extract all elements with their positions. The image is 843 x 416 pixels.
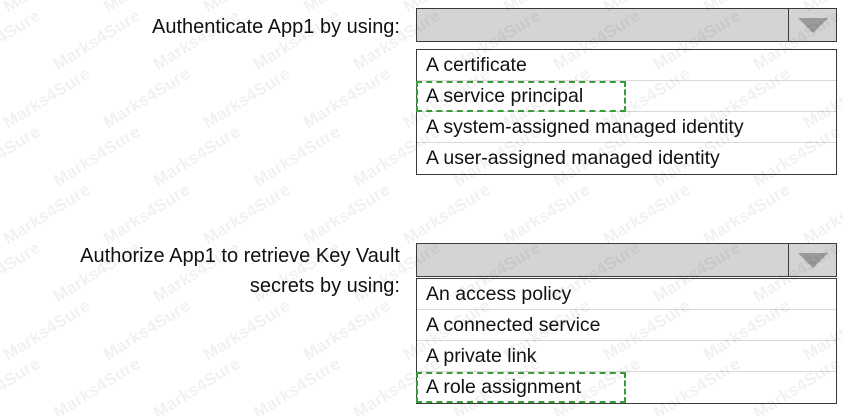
watermark-text: Marks4Sure xyxy=(250,121,344,191)
watermark-text: Marks4Sure xyxy=(0,63,94,133)
watermark-text: Marks4Sure xyxy=(400,412,494,416)
watermark-text: Marks4Sure xyxy=(0,121,44,191)
watermark-text: Marks4Sure xyxy=(500,179,594,249)
watermark-text: Marks4Sure xyxy=(300,412,394,416)
watermark-text: Marks4Sure xyxy=(100,295,194,365)
dropdown-2-option-list[interactable]: An access policy A connected service A p… xyxy=(416,278,837,404)
watermark-text: Marks4Sure xyxy=(0,295,94,365)
chevron-down-icon xyxy=(797,252,828,268)
option-label: An access policy xyxy=(426,282,572,305)
watermark-text: Marks4Sure xyxy=(200,179,294,249)
watermark-text: Marks4Sure xyxy=(800,179,843,249)
watermark-text: Marks4Sure xyxy=(200,412,294,416)
watermark-text: Marks4Sure xyxy=(100,63,194,133)
dropdown-1-option-3[interactable]: A user-assigned managed identity xyxy=(417,143,836,174)
watermark-text: Marks4Sure xyxy=(200,63,294,133)
watermark-text: Marks4Sure xyxy=(700,412,794,416)
option-label: A role assignment xyxy=(426,376,582,398)
prompt-line: Authenticate App1 by using: xyxy=(152,16,400,38)
watermark-text: Marks4Sure xyxy=(0,412,94,416)
dropdown-1-option-0[interactable]: A certificate xyxy=(417,50,836,81)
dropdown-1-selected-value xyxy=(417,9,788,41)
option-label: A certificate xyxy=(426,53,527,76)
dropdown-1-option-1[interactable]: A service principal xyxy=(416,81,836,112)
watermark-text: Marks4Sure xyxy=(200,295,294,365)
watermark-text: Marks4Sure xyxy=(150,353,244,416)
watermark-text: Marks4Sure xyxy=(600,412,694,416)
dropdown-1-closed-field[interactable] xyxy=(416,8,837,42)
watermark-text: Marks4Sure xyxy=(600,179,694,249)
dropdown-2-option-1[interactable]: A connected service xyxy=(417,310,836,341)
watermark-text: Marks4Sure xyxy=(50,353,144,416)
option-label: A user-assigned managed identity xyxy=(426,147,720,169)
prompt-line: Authorize App1 to retrieve Key Vault xyxy=(80,245,400,267)
option-label: A system-assigned managed identity xyxy=(426,115,744,138)
dropdown-2-arrow-button[interactable] xyxy=(788,244,836,276)
watermark-text: Marks4Sure xyxy=(100,412,194,416)
watermark-text: Marks4Sure xyxy=(800,412,843,416)
option-label: A private link xyxy=(426,344,537,367)
watermark-text: Marks4Sure xyxy=(250,353,344,416)
dropdown-1-arrow-button[interactable] xyxy=(788,9,836,41)
watermark-text: Marks4Sure xyxy=(300,179,394,249)
dropdown-2-selected-value xyxy=(417,244,788,276)
option-label: A service principal xyxy=(426,84,584,107)
prompt-label-2: Authorize App1 to retrieve Key Vault sec… xyxy=(0,241,400,301)
watermark-text: Marks4Sure xyxy=(0,179,94,249)
watermark-text: Marks4Sure xyxy=(100,179,194,249)
dropdown-2-option-2[interactable]: A private link xyxy=(417,341,836,372)
option-label: A connected service xyxy=(426,313,601,336)
prompt-line: secrets by using: xyxy=(249,275,400,297)
dropdown-1-option-list[interactable]: A certificate A service principal A syst… xyxy=(416,49,837,175)
dropdown-2-option-0[interactable]: An access policy xyxy=(417,279,836,310)
watermark-text: Marks4Sure xyxy=(150,121,244,191)
dropdown-2-option-3[interactable]: A role assignment xyxy=(416,372,836,403)
watermark-text: Marks4Sure xyxy=(300,63,394,133)
watermark-text: Marks4Sure xyxy=(50,121,144,191)
watermark-text: Marks4Sure xyxy=(500,412,594,416)
watermark-text: Marks4Sure xyxy=(0,353,44,416)
dropdown-1-option-2[interactable]: A system-assigned managed identity xyxy=(417,112,836,143)
watermark-text: Marks4Sure xyxy=(700,179,794,249)
prompt-label-1: Authenticate App1 by using: xyxy=(0,12,400,42)
watermark-text: Marks4Sure xyxy=(300,295,394,365)
watermark-text: Marks4Sure xyxy=(400,179,494,249)
dropdown-2-closed-field[interactable] xyxy=(416,243,837,277)
chevron-down-icon xyxy=(797,17,828,33)
